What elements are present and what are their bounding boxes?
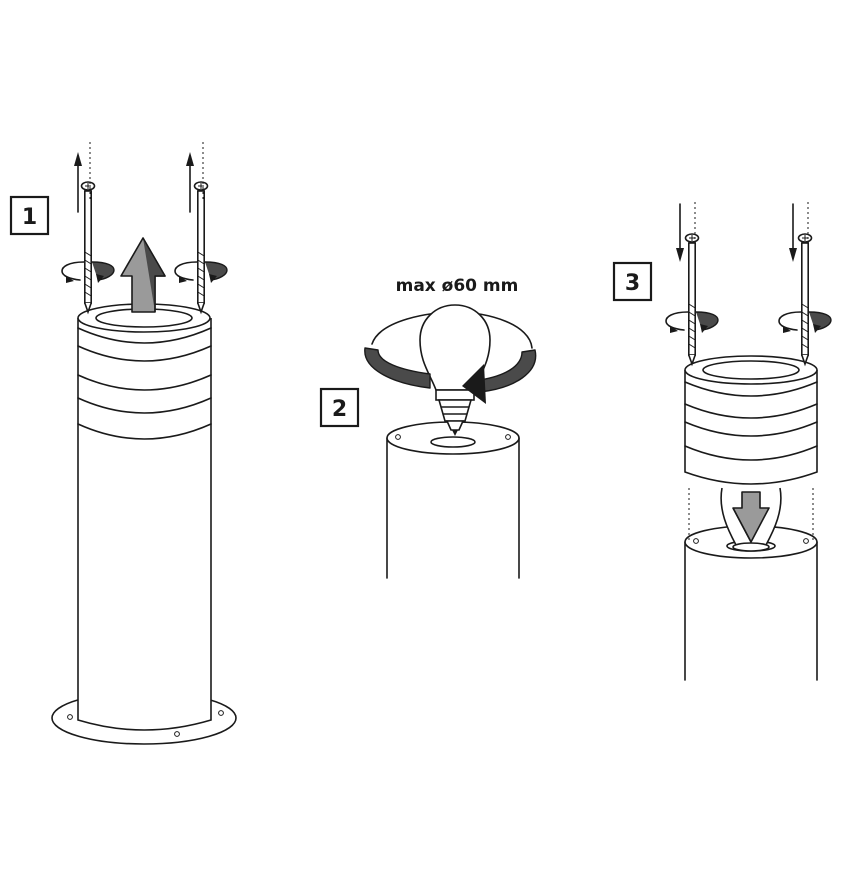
step-1-number: 1 (22, 205, 37, 230)
down-arrow-icon (676, 203, 684, 262)
step-3-number: 3 (625, 271, 640, 296)
bollard-body (77, 303, 212, 731)
step-2-number: 2 (332, 397, 347, 422)
step-3-group: 3 (612, 202, 832, 681)
screw-icon (80, 181, 96, 313)
lamp-head (684, 355, 818, 485)
screw-icon (797, 233, 813, 365)
screw-icon (193, 181, 209, 313)
step-1-group: 1 (9, 142, 237, 745)
post-top (386, 421, 520, 579)
bulb-icon (419, 304, 491, 436)
bulb-size-note: max ø60 mm (396, 276, 519, 296)
step-2-badge: 2 (319, 387, 360, 428)
up-arrow-icon (186, 152, 194, 213)
rotate-arrow-icon (364, 347, 537, 404)
screw-icon (684, 233, 700, 365)
up-arrow-icon (74, 152, 82, 213)
step-3-badge: 3 (612, 261, 653, 302)
lift-arrow-icon (120, 237, 166, 313)
step-1-badge: 1 (9, 195, 50, 236)
insert-arrow-icon (732, 491, 770, 543)
down-arrow-icon (789, 203, 797, 262)
step-2-group: max ø60 mm 2 (319, 276, 537, 579)
